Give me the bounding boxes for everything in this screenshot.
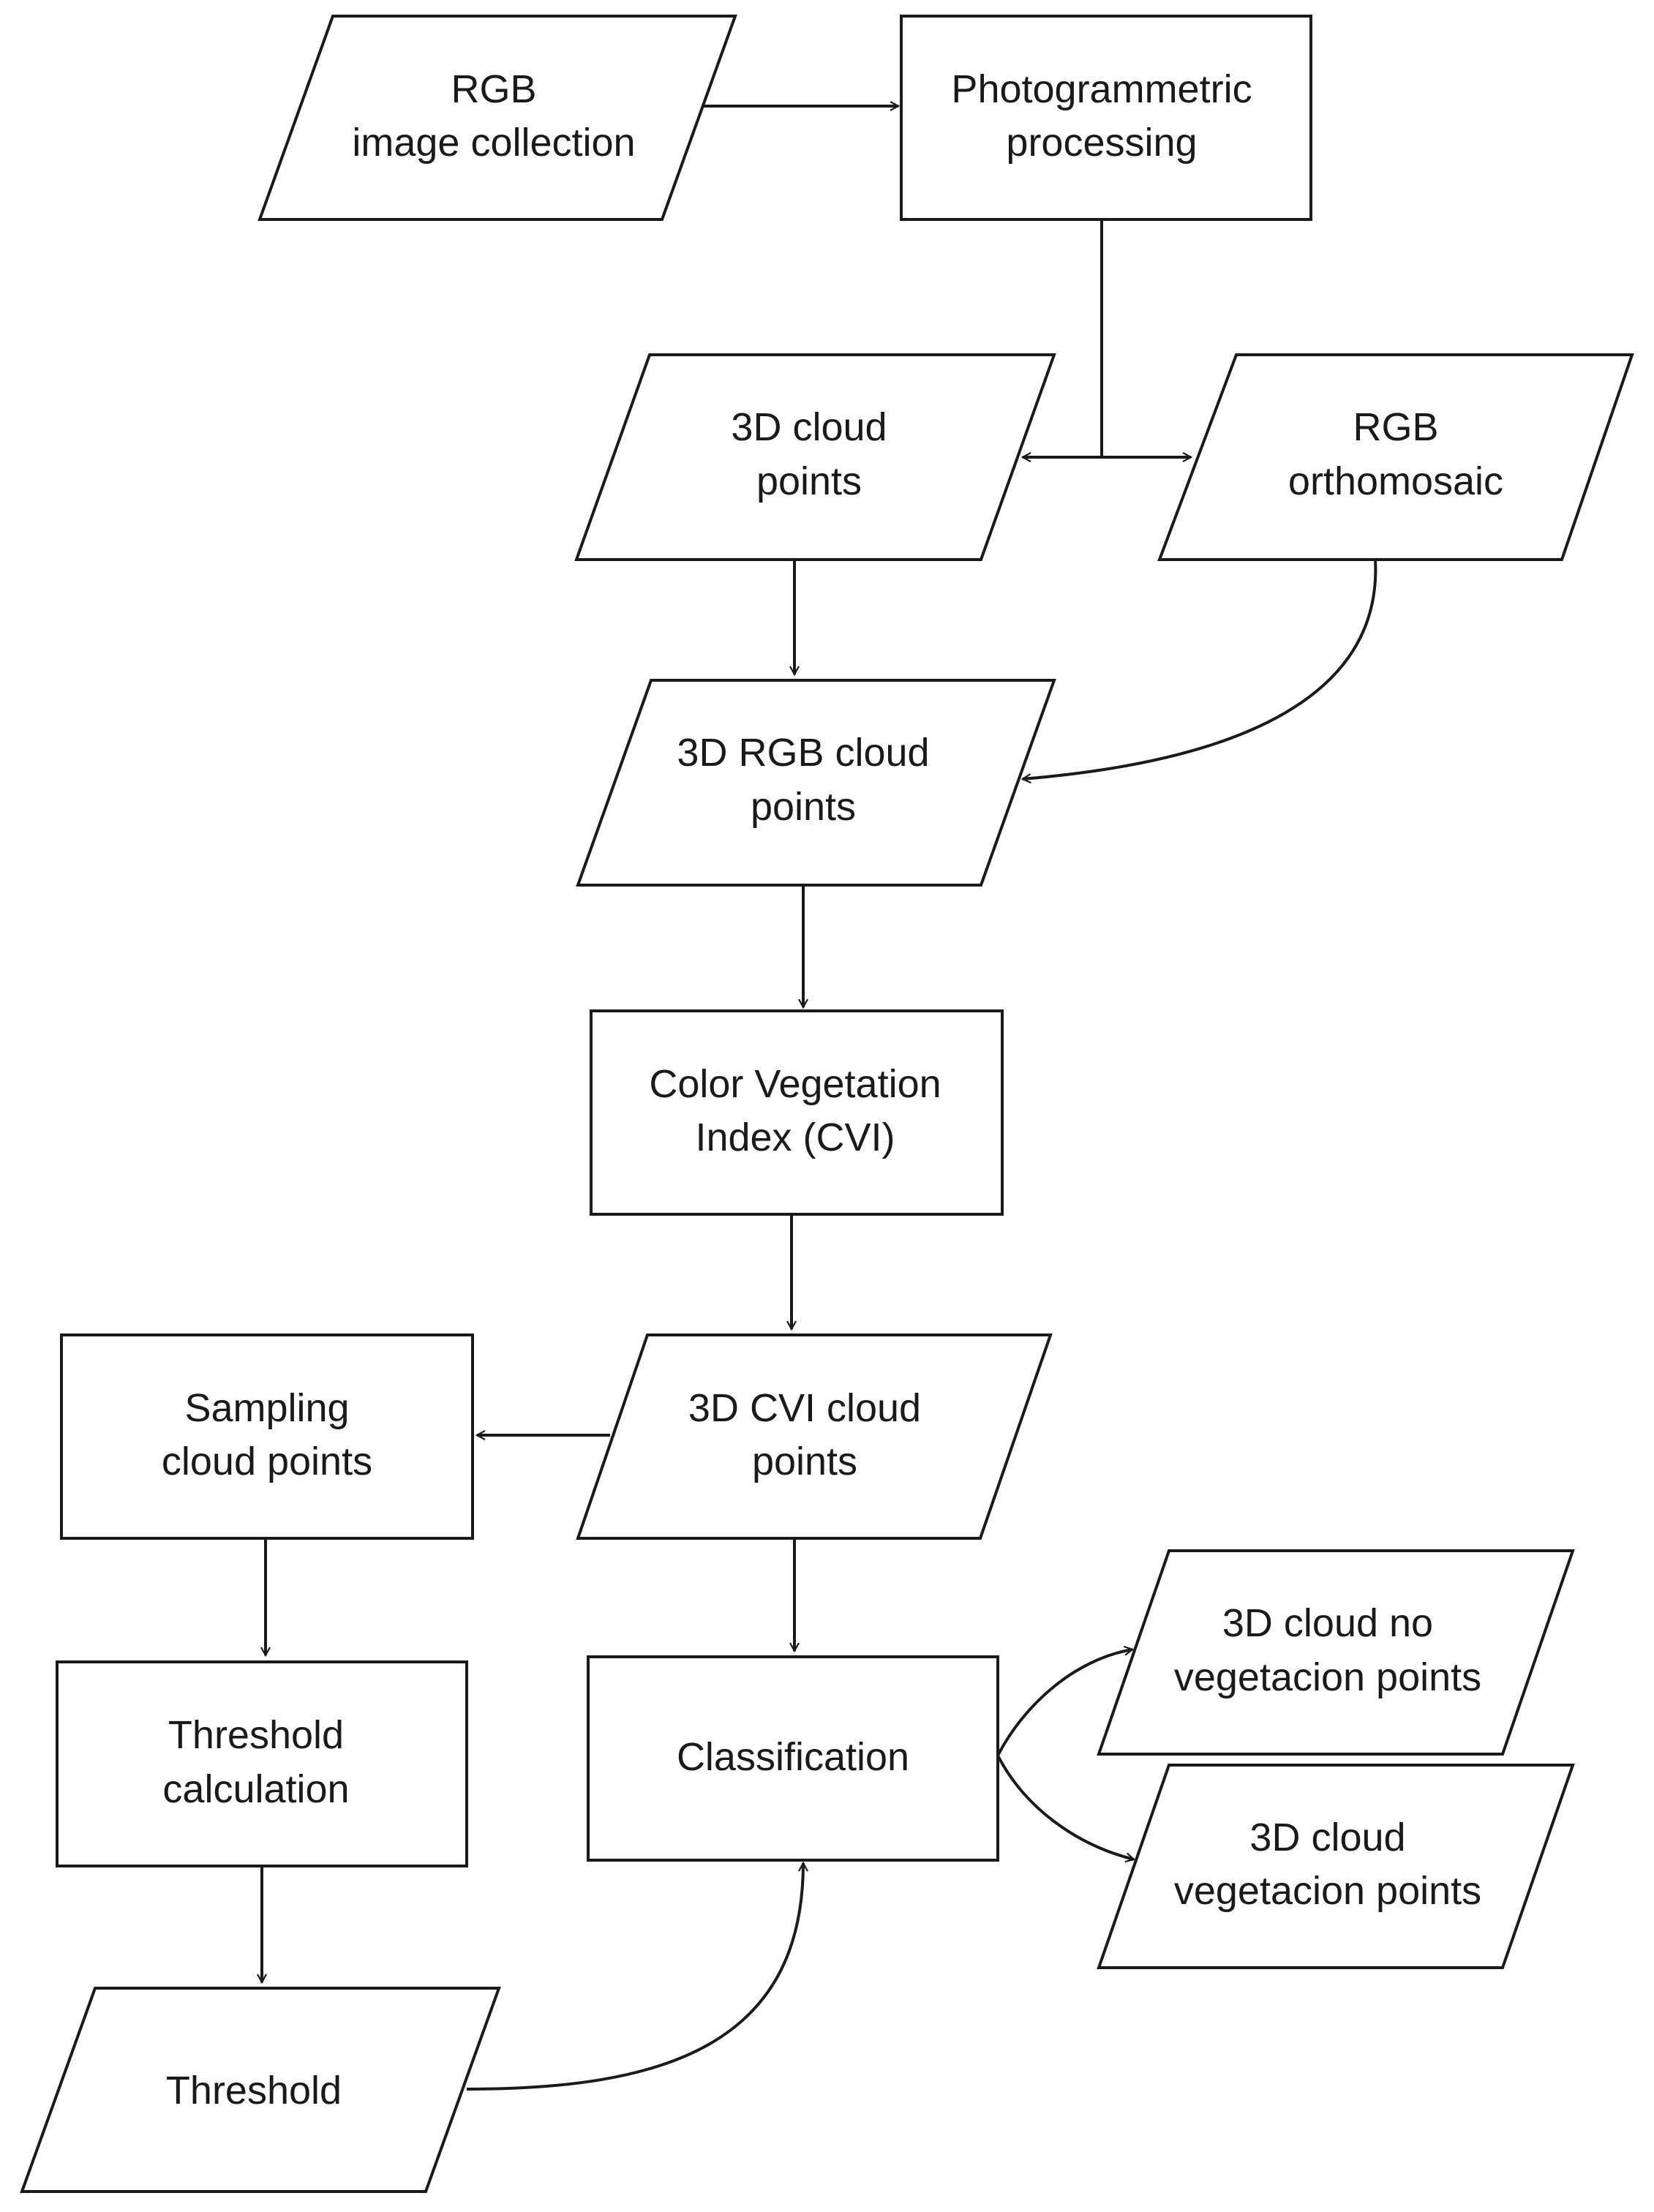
node-label: Photogrammetric xyxy=(951,67,1252,111)
edge-classification-to-no-veg xyxy=(996,1649,1132,1756)
node-label: points xyxy=(756,459,862,503)
node-label: vegetacion points xyxy=(1174,1869,1481,1913)
edges xyxy=(262,106,1377,2091)
node-3d-cloud-vegetacion-points: 3D cloud vegetacion points xyxy=(1097,1764,1575,1969)
node-label: Index (CVI) xyxy=(695,1116,895,1159)
node-label: Classification xyxy=(677,1735,909,1779)
node-label: cloud points xyxy=(162,1440,372,1483)
node-label: Threshold xyxy=(168,1713,344,1757)
node-3d-cvi-cloud-points: 3D CVI cloud points xyxy=(576,1333,1053,1540)
node-label: Color Vegetation xyxy=(649,1062,941,1106)
node-label: points xyxy=(752,1440,857,1483)
edge-threshold-to-classification xyxy=(466,1863,803,2091)
edge-classification-to-veg xyxy=(996,1755,1134,1859)
node-label: Threshold xyxy=(166,2069,342,2113)
node-color-vegetation-index: Color Vegetation Index (CVI) xyxy=(590,1009,1004,1216)
node-label: processing xyxy=(1006,121,1197,165)
node-3d-cloud-points: 3D cloud points xyxy=(574,353,1056,561)
node-3d-rgb-cloud-points: 3D RGB cloud points xyxy=(576,679,1056,887)
node-3d-cloud-no-vegetacion-points: 3D cloud no vegetacion points xyxy=(1097,1549,1575,1756)
nodes: RGB image collection Photogrammetric pro… xyxy=(20,15,1634,2193)
node-rgb-orthomosaic: RGB orthomosaic xyxy=(1157,353,1634,561)
node-rgb-image-collection: RGB image collection xyxy=(258,15,737,221)
node-label: 3D RGB cloud xyxy=(677,731,929,775)
node-label: 3D CVI cloud xyxy=(688,1386,921,1430)
node-label: calculation xyxy=(162,1767,349,1811)
node-photogrammetric-processing: Photogrammetric processing xyxy=(900,15,1312,221)
node-label: vegetacion points xyxy=(1174,1655,1481,1699)
node-sampling-cloud-points: Sampling cloud points xyxy=(60,1333,474,1540)
node-label: Sampling xyxy=(184,1386,349,1430)
node-label: image collection xyxy=(352,121,635,165)
node-label: orthomosaic xyxy=(1288,459,1503,503)
node-label: 3D cloud xyxy=(731,405,887,449)
node-label: points xyxy=(751,785,856,829)
node-label: 3D cloud xyxy=(1249,1816,1405,1859)
node-label: RGB xyxy=(451,67,536,111)
node-threshold: Threshold xyxy=(20,1987,501,2193)
edge-orthomosaic-to-rgb-cloud xyxy=(1023,559,1377,779)
node-label: 3D cloud no xyxy=(1222,1601,1433,1645)
node-threshold-calculation: Threshold calculation xyxy=(56,1660,468,1867)
node-classification: Classification xyxy=(587,1655,999,1862)
node-label: RGB xyxy=(1353,405,1438,449)
